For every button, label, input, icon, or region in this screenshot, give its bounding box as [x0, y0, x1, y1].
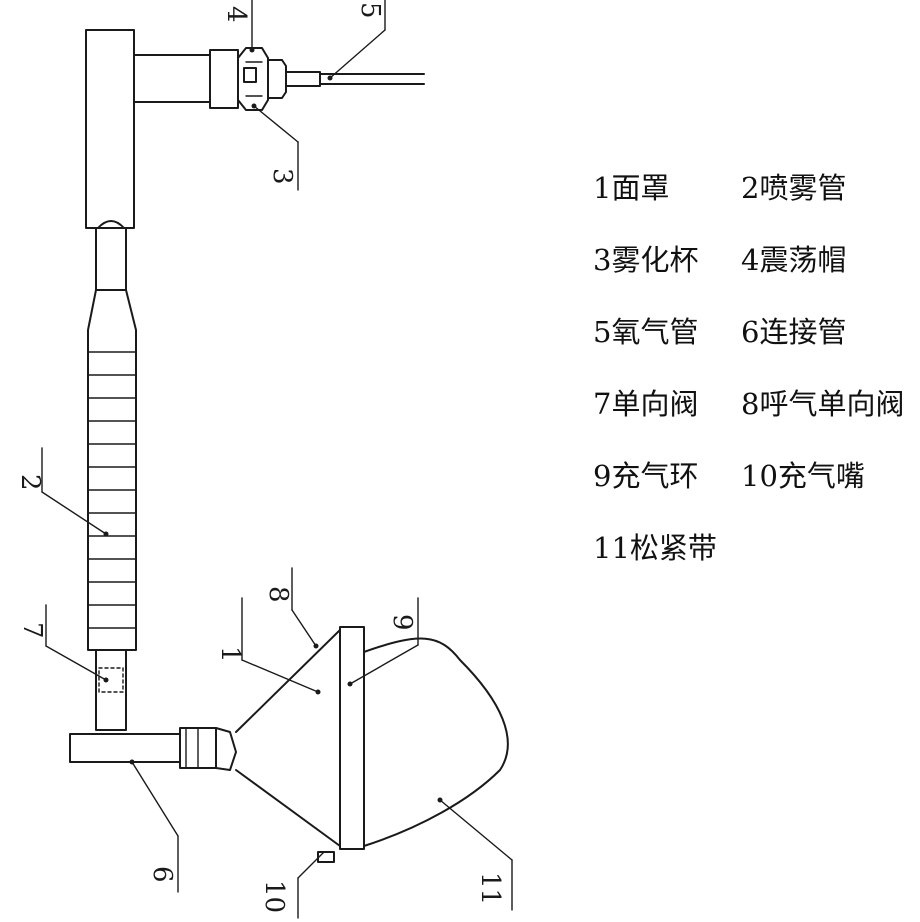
legend-item-connecting-tube: 6连接管 [741, 315, 847, 349]
callout-6: 6 [147, 866, 177, 883]
callout-5: 5 [355, 2, 385, 19]
legend-item-oxygen-tube: 5氧气管 [593, 315, 699, 349]
callout-8: 8 [263, 586, 293, 603]
callout-11: 11 [475, 872, 505, 905]
legend-item-inflation-nozzle: 10充气嘴 [741, 459, 865, 493]
callout-1: 1 [215, 646, 245, 663]
inflation-nozzle [317, 851, 335, 863]
callout-9: 9 [387, 614, 417, 631]
inflatable-ring [363, 637, 509, 847]
leader-lines [41, 0, 513, 919]
legend-item-spray-tube: 2喷雾管 [741, 171, 847, 205]
nebulizer-cup-and-cap [237, 47, 287, 111]
callout-numbers: 1 2 3 4 5 6 7 8 9 10 11 [15, 2, 505, 913]
legend-row: 5氧气管 6连接管 [593, 312, 913, 384]
legend-row: 1面罩 2喷雾管 [593, 168, 913, 240]
callout-4: 4 [221, 6, 251, 23]
parts-legend: 1面罩 2喷雾管 3雾化杯 4震荡帽 5氧气管 6连接管 7单向阀 8呼气单向阀… [593, 168, 913, 600]
callout-10: 10 [259, 880, 289, 913]
legend-item-check-valve: 7单向阀 [593, 387, 699, 421]
legend-row: 3雾化杯 4震荡帽 [593, 240, 913, 312]
legend-item-oscillation-cap: 4震荡帽 [741, 243, 847, 277]
legend-item-nebulizer-cup: 3雾化杯 [593, 243, 699, 277]
face-mask [235, 626, 365, 850]
legend-item-exhale-check-valve: 8呼气单向阀 [741, 387, 905, 421]
spray-tube-header [85, 29, 239, 229]
callout-7: 7 [17, 622, 47, 639]
legend-row: 7单向阀 8呼气单向阀 [593, 384, 913, 456]
legend-item-inflatable-ring: 9充气环 [593, 459, 699, 493]
spray-tube-corrugated [87, 289, 137, 651]
callout-2: 2 [15, 474, 45, 491]
legend-item-elastic-strap: 11松紧带 [593, 531, 717, 565]
spray-tube-upper [95, 220, 127, 291]
oxygen-tube [285, 71, 425, 87]
connecting-tube [69, 727, 237, 771]
legend-row: 9充气环 10充气嘴 [593, 456, 913, 528]
callout-3: 3 [267, 168, 297, 185]
check-valve [95, 649, 127, 731]
legend-item-mask: 1面罩 [593, 171, 670, 205]
legend-row: 11松紧带 [593, 528, 913, 600]
